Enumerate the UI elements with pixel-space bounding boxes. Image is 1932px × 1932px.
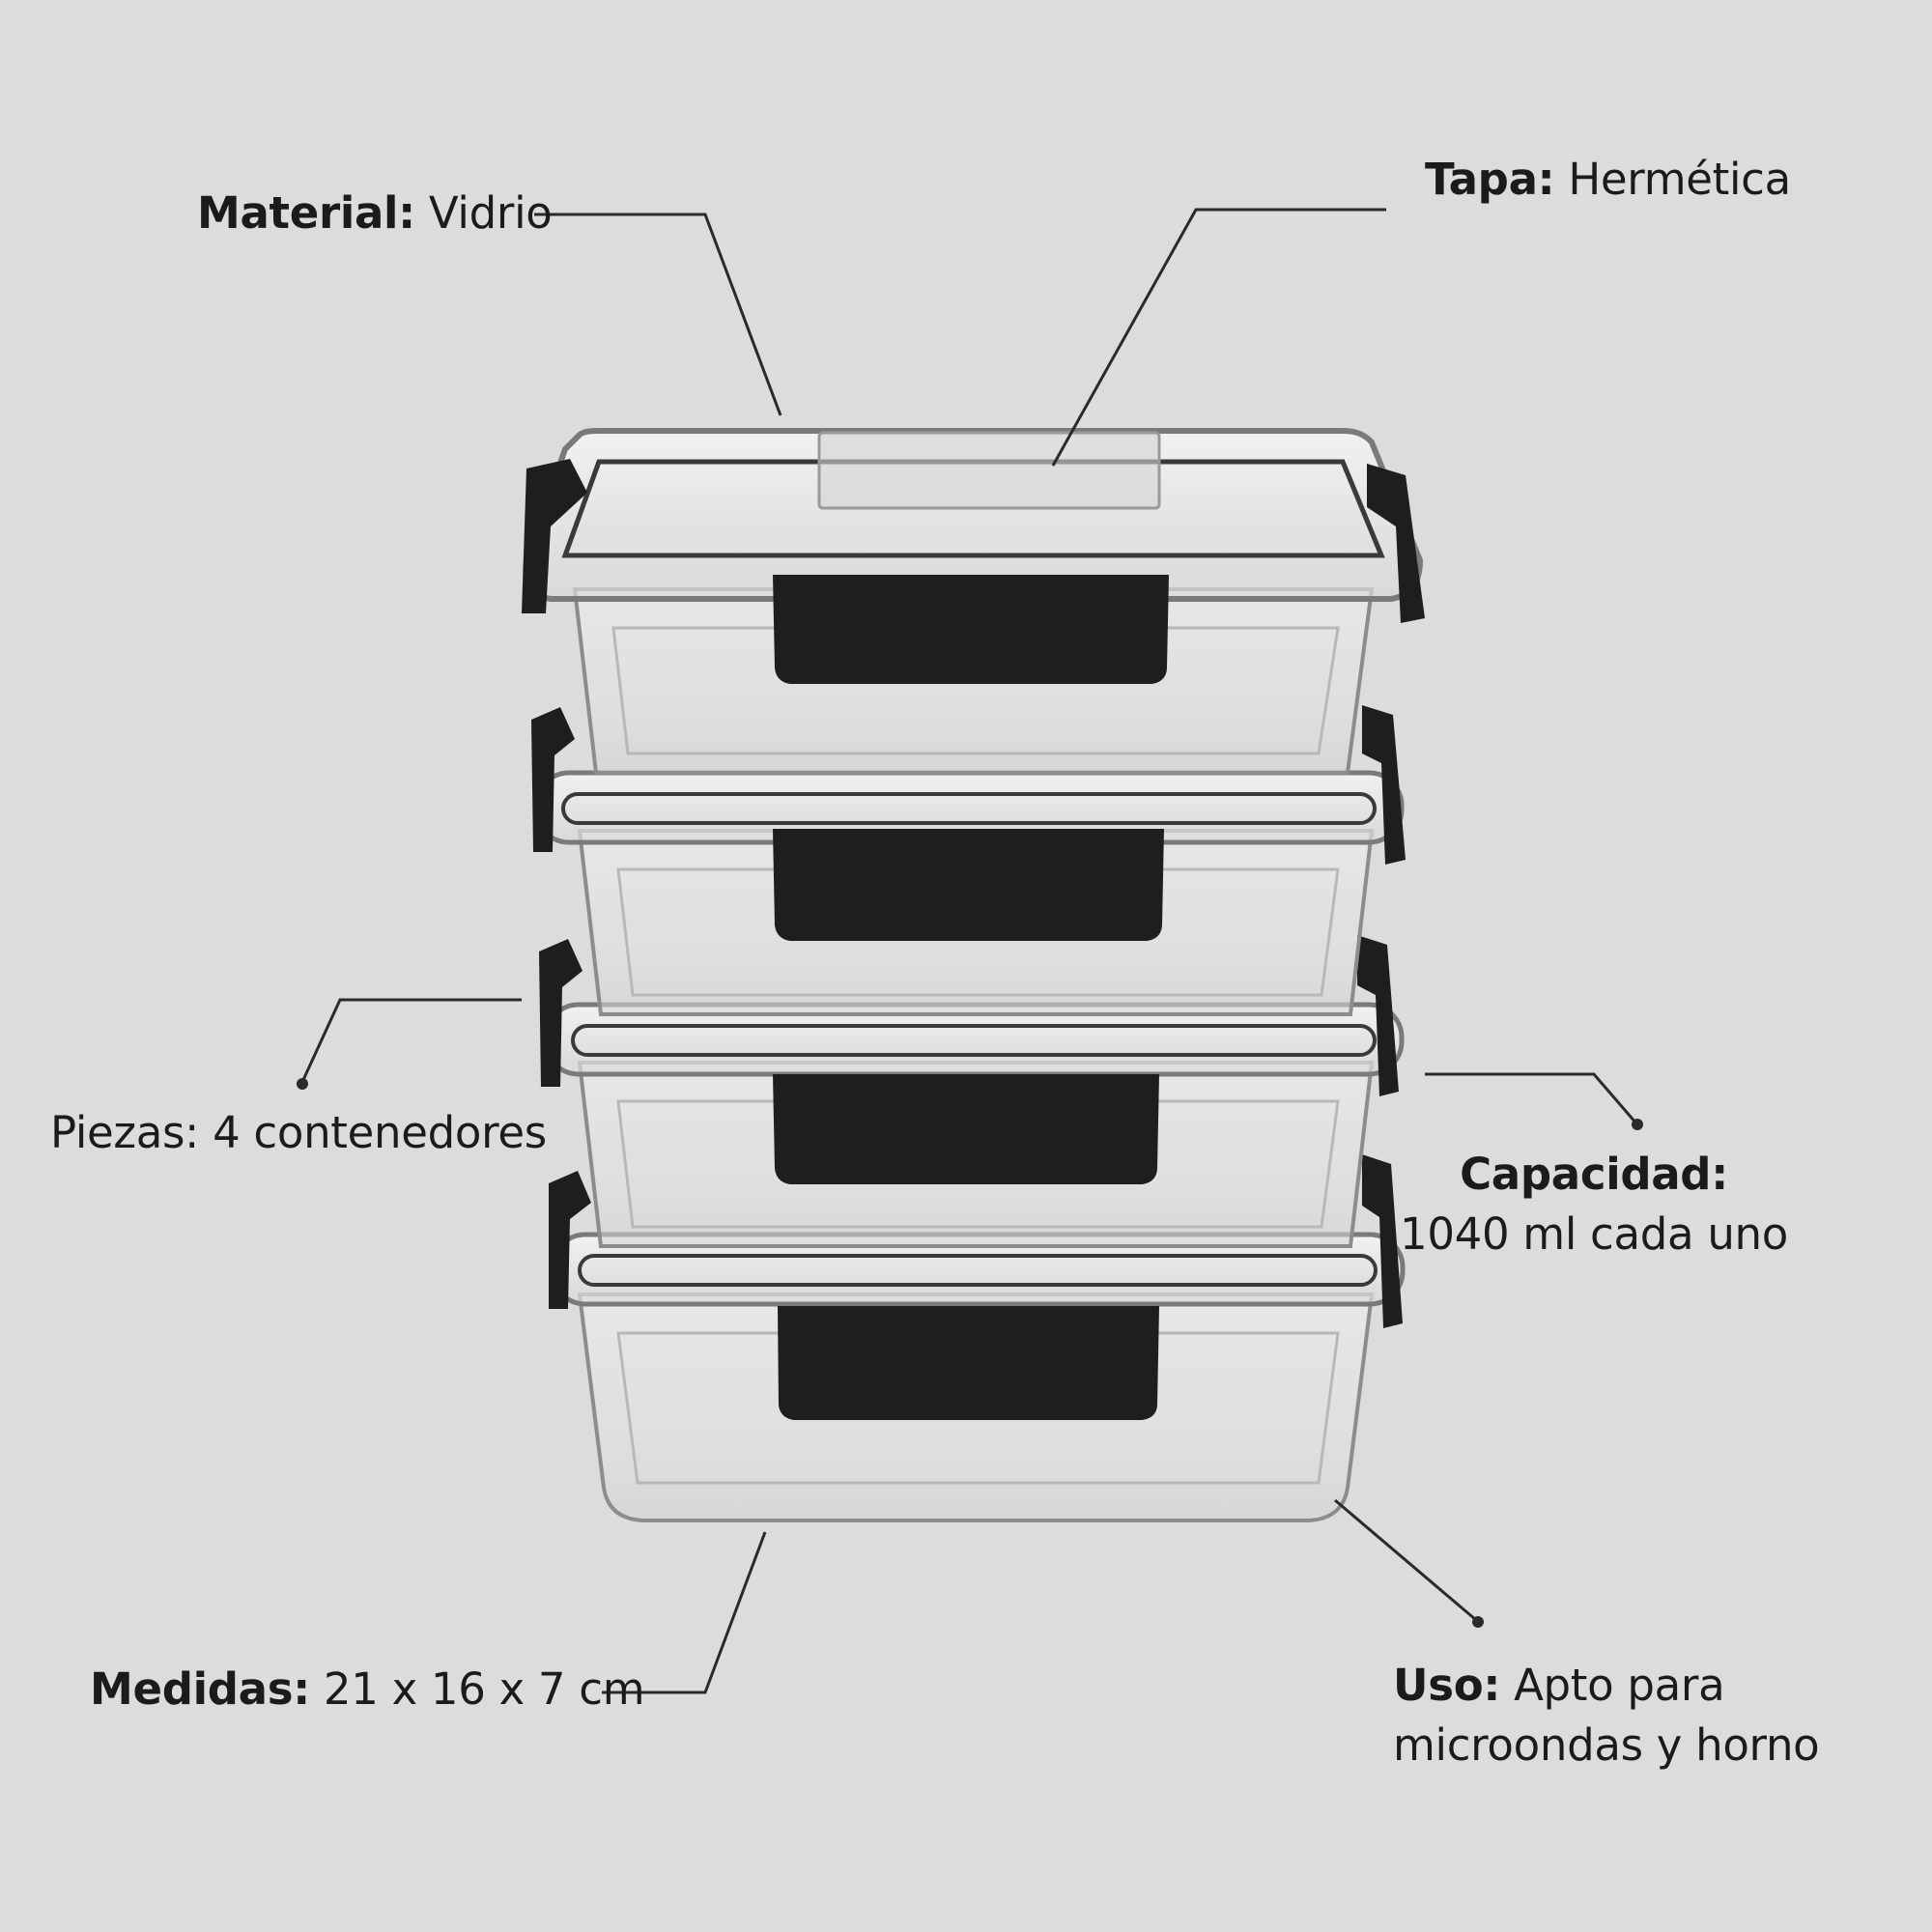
front-latch [778,1306,1159,1420]
side-latch-left [522,459,587,613]
side-latch-left [549,1171,591,1309]
leader-line-uso [1334,1498,1477,1622]
callout-key: Material: [197,187,415,239]
leader-line-capacidad [1425,1072,1638,1124]
callout-value: 4 contenedores [213,1107,547,1158]
callout-value: 1040 ml cada uno [1399,1208,1788,1260]
front-latch [773,1074,1159,1184]
callout-material: Material: Vidrio [197,184,553,243]
callout-value: Hermética [1568,154,1791,205]
side-latch-right [1362,705,1406,865]
callout-key: Medidas: [90,1663,310,1715]
container-1 [522,428,1425,775]
leader-line-medidas [602,1531,767,1694]
leader-lines [300,208,1638,1694]
container-3 [539,935,1405,1248]
leader-dots [297,1078,1643,1628]
leader-line-tapa [1051,208,1386,467]
side-latch-right [1357,935,1399,1096]
side-latch-right [1362,1154,1403,1328]
side-latch-left [531,707,575,852]
side-latch-left [539,939,582,1087]
leader-line-material [534,213,782,416]
leader-dot-piezas [297,1078,308,1090]
front-latch [773,829,1164,941]
callout-tapa: Tapa: Hermética [1425,150,1791,210]
callout-value: Vidrio [428,187,553,239]
side-latch-right [1367,464,1425,623]
callout-key: Capacidad: [1460,1149,1728,1200]
callout-value: 21 x 16 x 7 cm [323,1663,645,1715]
front-latch [773,575,1169,684]
callout-capacidad: Capacidad: 1040 ml cada uno [1391,1145,1797,1264]
callout-value-line2: microondas y horno [1393,1719,1820,1771]
leader-dot-capacidad [1632,1119,1643,1130]
leader-line-piezas [300,998,522,1083]
callout-uso: Uso: Apto para microondas y horno [1393,1656,1820,1776]
leader-dot-uso [1472,1616,1484,1628]
callout-value: Apto para [1514,1660,1725,1711]
callout-key: Piezas: [50,1107,200,1158]
callout-piezas: Piezas: 4 contenedores [50,1103,547,1163]
callout-key: Uso: [1393,1660,1501,1711]
container-4 [549,1154,1406,1522]
callout-key: Tapa: [1425,154,1555,205]
callout-medidas: Medidas: 21 x 16 x 7 cm [90,1660,645,1719]
